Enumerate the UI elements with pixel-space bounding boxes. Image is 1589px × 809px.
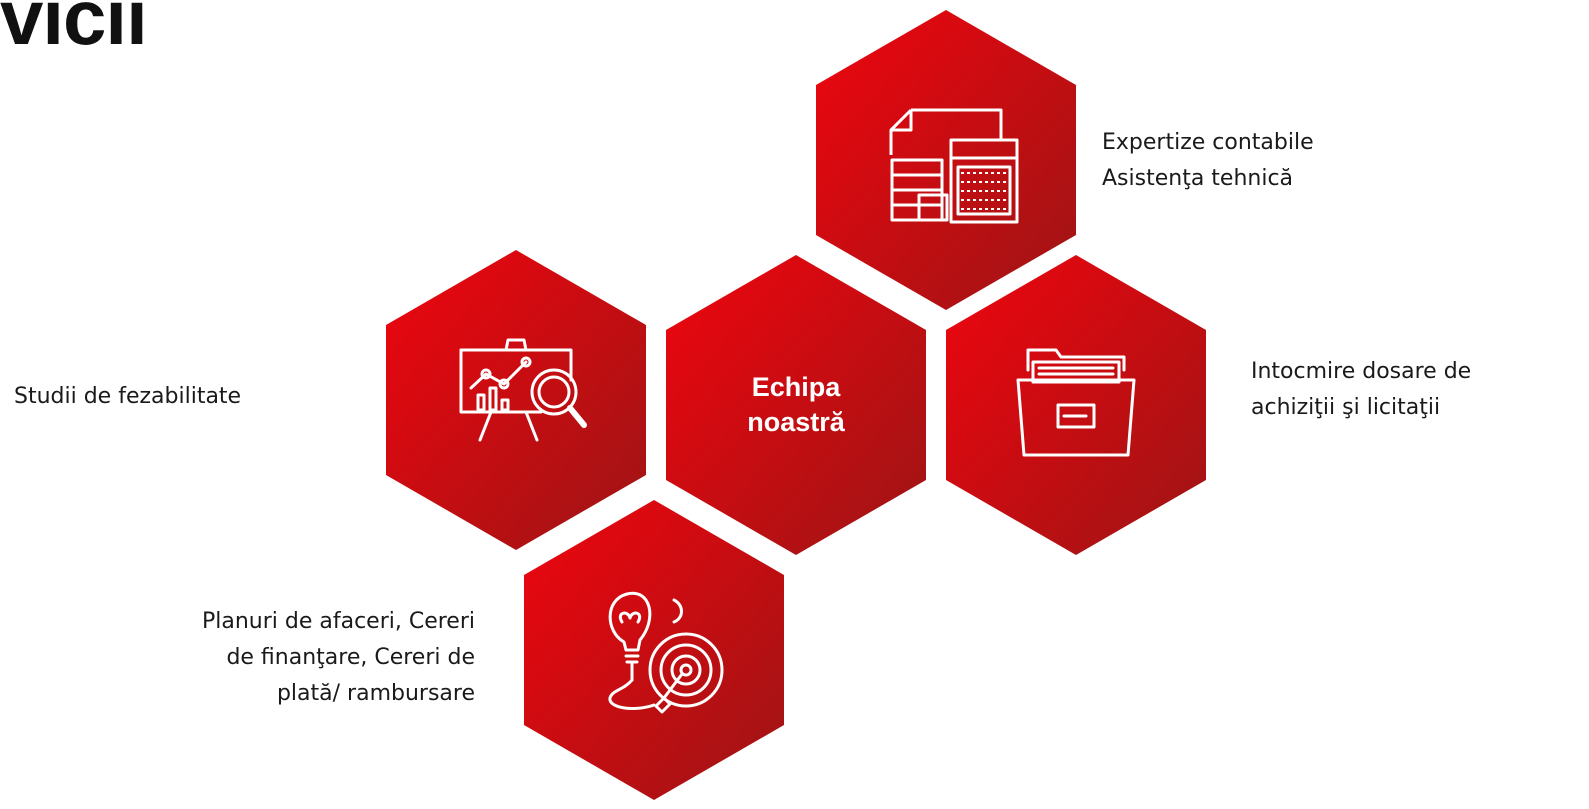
center-label: Echipa noastră <box>666 255 926 555</box>
service-feasibility-line1: Studii de fezabilitate <box>14 384 242 409</box>
service-tenders-line2: achiziţii şi licitaţii <box>1251 395 1441 420</box>
service-accounting: Expertize contabile Asistenţa tehnică <box>1102 125 1314 197</box>
center-label-line1: Echipa <box>751 372 841 402</box>
hexagon-tenders <box>946 255 1206 555</box>
service-business-line3: plată/ rambursare <box>276 681 475 706</box>
hexagon-business <box>524 500 784 800</box>
hexagon-center: Echipa noastră <box>666 255 926 555</box>
open-folder-documents-icon <box>1016 348 1136 457</box>
hexagon-feasibility <box>386 250 646 550</box>
service-feasibility: Studii de fezabilitate <box>14 379 241 415</box>
service-business-line1: Planuri de afaceri, Cereri <box>201 609 475 634</box>
page-title: vicii <box>0 0 148 61</box>
service-accounting-line1: Expertize contabile <box>1102 130 1314 155</box>
lightbulb-target-icon <box>608 591 724 714</box>
service-tenders-line1: Intocmire dosare de <box>1251 359 1472 384</box>
accounting-documents-calculator-icon <box>889 108 1019 224</box>
service-business-line2: de finanţare, Cereri de <box>226 645 475 670</box>
center-label-line2: noastră <box>747 407 845 437</box>
presentation-chart-magnifier-icon <box>459 338 587 442</box>
service-business: Planuri de afaceri, Cereri de finanţare,… <box>202 604 475 712</box>
service-tenders: Intocmire dosare de achiziţii şi licitaţ… <box>1251 354 1471 426</box>
service-accounting-line2: Asistenţa tehnică <box>1102 166 1294 191</box>
hexagon-accounting <box>816 10 1076 310</box>
